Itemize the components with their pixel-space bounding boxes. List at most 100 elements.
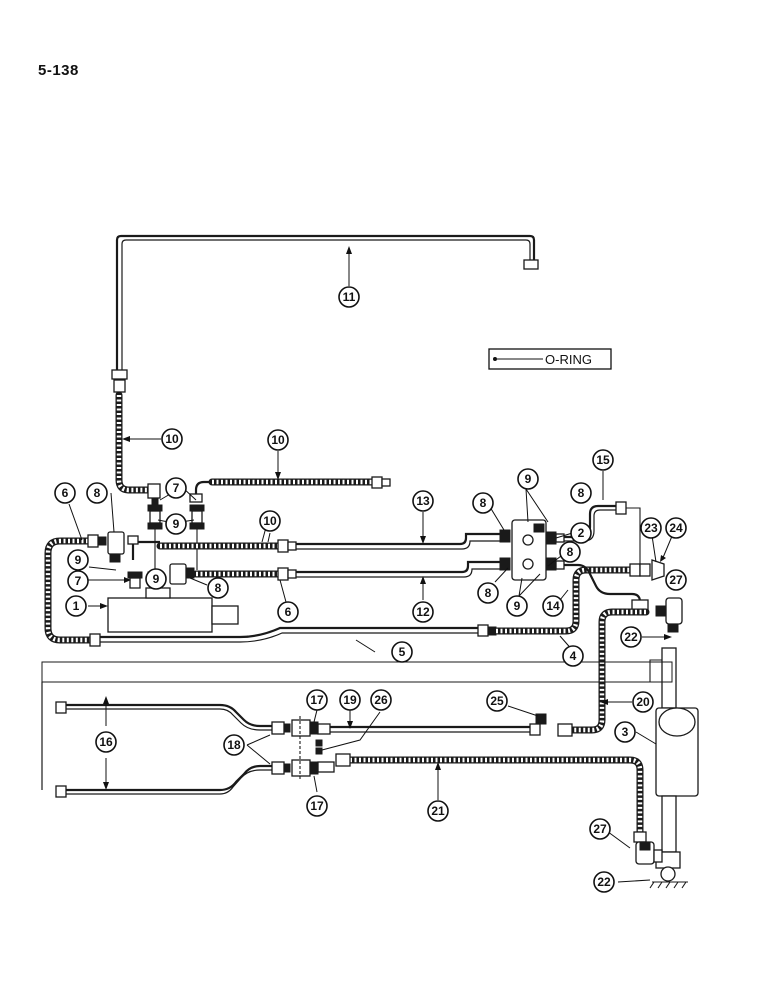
callout-7-label: 7	[75, 574, 82, 588]
callout-8-label: 8	[215, 581, 222, 595]
callout-6-label: 6	[285, 605, 292, 619]
callout-9-label: 9	[514, 599, 521, 613]
callout-14-label: 14	[546, 599, 560, 613]
tube-5	[100, 624, 497, 643]
hose-10-upper	[189, 476, 391, 503]
callout-23: 23	[640, 517, 662, 539]
callout-9: 9	[165, 513, 187, 535]
tube-13	[296, 532, 500, 550]
callout-22: 22	[593, 871, 615, 893]
callout-4: 4	[562, 645, 584, 667]
tubes-16	[41, 659, 673, 798]
callout-16-label: 16	[99, 735, 113, 749]
callout-9: 9	[517, 468, 539, 490]
hose-6-left-loop	[44, 534, 107, 647]
callout-10-label: 10	[271, 433, 285, 447]
callout-6: 6	[277, 601, 299, 623]
callout-17-label: 17	[310, 693, 324, 707]
callout-8: 8	[472, 492, 494, 514]
callout-27: 27	[665, 569, 687, 591]
tube-19	[330, 723, 541, 736]
callout-6-label: 6	[62, 486, 69, 500]
callout-27-label: 27	[593, 822, 607, 836]
callout-20: 20	[632, 691, 654, 713]
callout-10: 10	[259, 510, 281, 532]
callout-27-label: 27	[669, 573, 683, 587]
callout-15-label: 15	[596, 453, 610, 467]
callout-8: 8	[86, 482, 108, 504]
callout-22-label: 22	[624, 630, 638, 644]
callout-2: 2	[570, 522, 592, 544]
callout-2-label: 2	[578, 526, 585, 540]
callout-11-label: 11	[343, 290, 356, 304]
callout-27: 27	[589, 818, 611, 840]
callout-3-label: 3	[622, 725, 629, 739]
callout-21: 21	[427, 800, 449, 822]
cylinder-3	[649, 647, 699, 889]
callout-17: 17	[306, 689, 328, 711]
callout-25-label: 25	[490, 694, 504, 708]
callout-25: 25	[486, 690, 508, 712]
callout-26-label: 26	[374, 693, 388, 707]
callout-11: 11	[338, 286, 360, 308]
callout-9-label: 9	[525, 472, 532, 486]
hose-10-left	[115, 391, 161, 505]
callout-17: 17	[306, 795, 328, 817]
callout-5: 5	[391, 641, 413, 663]
callout-5-label: 5	[399, 645, 406, 659]
callout-21-label: 21	[431, 804, 445, 818]
valve-2	[499, 519, 565, 581]
fitting-7-top-pair	[147, 504, 205, 570]
callout-20-label: 20	[636, 695, 650, 709]
callout-9-label: 9	[75, 553, 82, 567]
leader-lines	[68, 246, 676, 883]
callout-12: 12	[412, 601, 434, 623]
callout-9: 9	[145, 568, 167, 590]
callout-8: 8	[207, 577, 229, 599]
fitting-23	[639, 559, 665, 581]
callout-24-label: 24	[669, 521, 683, 535]
callout-22: 22	[620, 626, 642, 648]
callout-13-label: 13	[416, 494, 430, 508]
callout-10: 10	[161, 428, 183, 450]
callout-26: 26	[370, 689, 392, 711]
hose-10-middle	[127, 535, 297, 560]
o-ring-legend: O-RING	[488, 348, 612, 370]
callout-23-label: 23	[644, 521, 658, 535]
callout-9-label: 9	[153, 572, 160, 586]
callout-8: 8	[570, 482, 592, 504]
valve-1	[107, 587, 239, 633]
callout-24: 24	[665, 517, 687, 539]
callout-8-label: 8	[578, 486, 585, 500]
callout-19-label: 19	[343, 693, 357, 707]
callout-22-label: 22	[597, 875, 611, 889]
callout-18: 18	[223, 734, 245, 756]
callout-10: 10	[267, 429, 289, 451]
tube-11	[111, 234, 539, 393]
callout-9: 9	[67, 549, 89, 571]
callout-12-label: 12	[416, 605, 430, 619]
callout-15: 15	[592, 449, 614, 471]
bulkhead-fittings	[271, 716, 335, 780]
callout-8-label: 8	[567, 545, 574, 559]
callout-8: 8	[559, 541, 581, 563]
callout-4-label: 4	[570, 649, 577, 663]
callout-8-label: 8	[94, 486, 101, 500]
tube-12	[296, 560, 500, 578]
elbow-27-lower	[635, 841, 663, 865]
callout-13: 13	[412, 490, 434, 512]
callout-7: 7	[67, 570, 89, 592]
callout-1: 1	[65, 595, 87, 617]
elbow-8-left	[107, 531, 125, 563]
callout-17-label: 17	[310, 799, 324, 813]
callout-8-label: 8	[485, 586, 492, 600]
hose-20	[557, 608, 650, 737]
callout-18-label: 18	[227, 738, 241, 752]
page-number: 5-138	[38, 62, 79, 79]
callout-6: 6	[54, 482, 76, 504]
legend-label: O-RING	[545, 352, 592, 367]
callout-8: 8	[477, 582, 499, 604]
callout-9-label: 9	[173, 517, 180, 531]
callout-19: 19	[339, 689, 361, 711]
